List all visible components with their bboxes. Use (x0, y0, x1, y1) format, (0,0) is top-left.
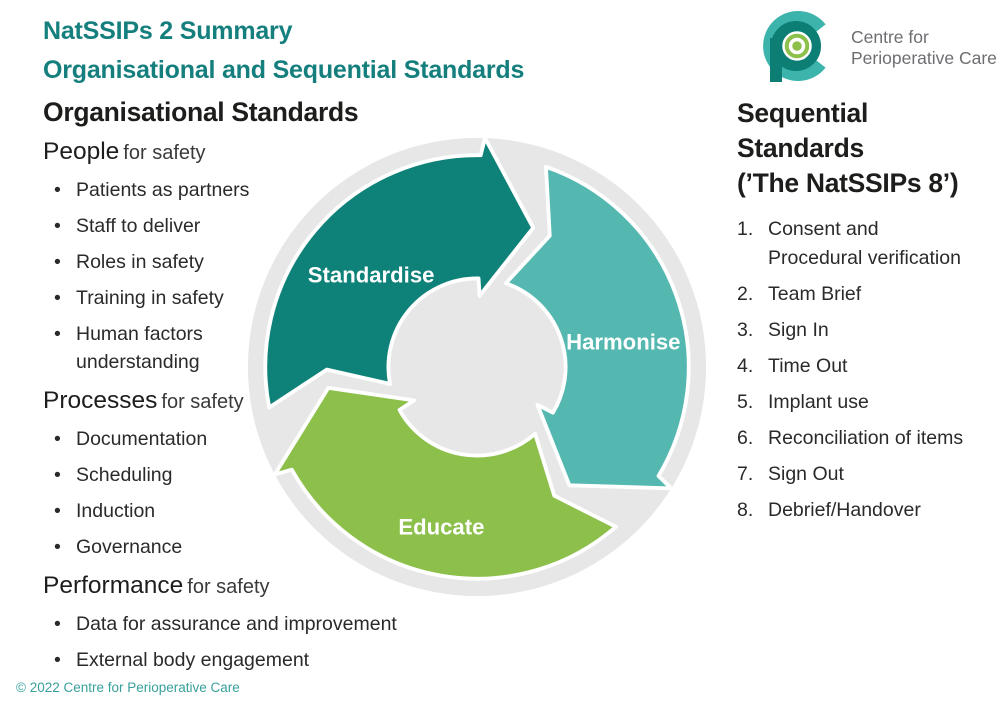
page-title-line2: Organisational and Sequential Standards (43, 56, 525, 84)
bullet-icon: • (54, 251, 61, 273)
list-item: 6.Reconciliation of items (737, 420, 993, 456)
people-list: •Patients as partners •Staff to deliver … (43, 172, 463, 380)
list-item: •External body engagement (43, 642, 463, 678)
standardise-label: Standardise (308, 262, 435, 287)
list-item: •Scheduling (43, 457, 463, 493)
list-item: 1.Consent and Procedural verification (737, 211, 993, 276)
educate-label: Educate (398, 514, 484, 539)
item-number: 7. (737, 462, 754, 485)
bullet-icon: • (54, 649, 61, 671)
bullet-icon: • (54, 500, 61, 522)
item-number: 2. (737, 282, 754, 305)
bullet-icon: • (54, 179, 61, 201)
performance-title: Performance (43, 572, 184, 599)
processes-title-suffix: for safety (161, 391, 244, 413)
list-item: •Documentation (43, 421, 463, 457)
bullet-icon: • (54, 536, 61, 558)
list-item: 7.Sign Out (737, 456, 993, 492)
list-item: •Staff to deliver (43, 208, 463, 244)
page-title: NatSSIPs 2 Summary Organisational and Se… (43, 12, 524, 90)
people-title: People (43, 138, 120, 165)
sequential-heading: Sequential Standards (’The NatSSIPs 8’) (737, 96, 993, 201)
item-number: 5. (737, 390, 754, 413)
cpoc-logo-icon (756, 8, 844, 87)
list-item: •Human factors understanding (43, 316, 463, 380)
educate-arrow (272, 385, 618, 581)
list-item: 2.Team Brief (737, 276, 993, 312)
organisational-heading: Organisational Standards (43, 97, 359, 127)
list-item: •Data for assurance and improvement (43, 606, 463, 642)
bullet-icon: • (54, 323, 61, 345)
cpoc-logo-text-line1: Centre for (851, 26, 929, 47)
list-item: •Patients as partners (43, 172, 463, 208)
list-item: •Governance (43, 529, 463, 565)
cpoc-logo: Centre for Perioperative Care (756, 8, 997, 87)
performance-title-suffix: for safety (187, 576, 270, 598)
item-number: 3. (737, 318, 754, 341)
bullet-icon: • (54, 464, 61, 486)
cpoc-logo-text-line2: Perioperative Care (851, 47, 997, 68)
natssips8-list: 1.Consent and Procedural verification 2.… (737, 211, 993, 528)
sequential-heading-line2: Standards (737, 133, 864, 163)
sequential-standards-section: Sequential Standards (’The NatSSIPs 8’) … (737, 96, 993, 528)
harmonise-label: Harmonise (566, 330, 680, 355)
item-number: 4. (737, 354, 754, 377)
item-number: 8. (737, 498, 754, 521)
bullet-icon: • (54, 613, 61, 635)
item-number: 6. (737, 426, 754, 449)
bullet-icon: • (54, 287, 61, 309)
list-item: 4.Time Out (737, 348, 993, 384)
list-item: •Induction (43, 493, 463, 529)
list-item: •Training in safety (43, 280, 463, 316)
processes-title: Processes (43, 387, 158, 414)
copyright-text: © 2022 Centre for Perioperative Care (16, 680, 240, 695)
list-item: 8.Debrief/Handover (737, 492, 993, 528)
performance-list: •Data for assurance and improvement •Ext… (43, 606, 463, 678)
bullet-icon: • (54, 428, 61, 450)
processes-list: •Documentation •Scheduling •Induction •G… (43, 421, 463, 565)
list-item: 5.Implant use (737, 384, 993, 420)
harmonise-arrow (503, 164, 691, 491)
list-item: 3.Sign In (737, 312, 993, 348)
item-number: 1. (737, 217, 754, 240)
sequential-heading-line3: (’The NatSSIPs 8’) (737, 168, 959, 198)
standardise-arrow (263, 136, 536, 410)
people-title-suffix: for safety (123, 142, 206, 164)
bullet-icon: • (54, 215, 61, 237)
list-item: •Roles in safety (43, 244, 463, 280)
cpoc-logo-text: Centre for Perioperative Care (851, 27, 997, 69)
cycle-diagram: Standardise Harmonise Educate (246, 136, 708, 598)
sequential-heading-line1: Sequential (737, 98, 869, 128)
page-title-line1: NatSSIPs 2 Summary (43, 17, 293, 45)
